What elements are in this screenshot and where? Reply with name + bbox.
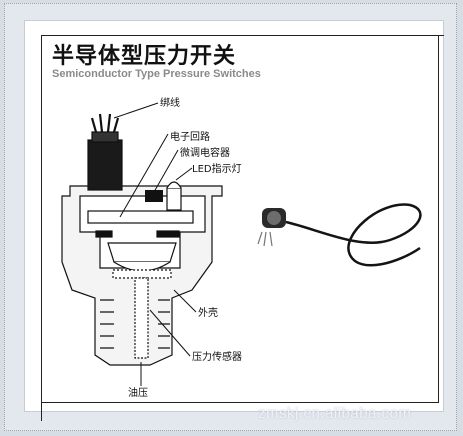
pad-right (156, 230, 180, 238)
label-sensor: 压力传感器 (192, 350, 242, 363)
diaphragm-chamber (107, 242, 177, 263)
led-dome (166, 181, 182, 189)
label-circuit: 电子回路 (170, 130, 210, 143)
trim-capacitor (145, 190, 163, 202)
watermark: zmskj.cn.alibaba.com (258, 405, 412, 422)
product-sensor-face (267, 211, 281, 225)
thread-right (158, 299, 170, 349)
gland-top (91, 131, 119, 143)
leader-circuit (119, 133, 169, 218)
thread-left (100, 299, 114, 349)
product-photo (257, 203, 422, 267)
product-cable-coil (285, 203, 422, 267)
circuit-board (87, 210, 194, 224)
product-wire-ends (257, 231, 273, 247)
leader-led (175, 167, 193, 181)
leader-sensor (149, 309, 191, 357)
label-trim-capacitor: 微调电容器 (180, 146, 230, 159)
frame-bottom-edge (41, 402, 439, 403)
title-english: Semiconductor Type Pressure Switches (52, 68, 261, 80)
cable-gland (87, 139, 123, 191)
label-led: LED指示灯 (192, 162, 242, 175)
led-body (166, 187, 182, 211)
title-chinese: 半导体型压力开关 (52, 44, 237, 69)
frame-right-edge (438, 35, 439, 403)
label-lead-wire: 绑线 (160, 96, 180, 109)
leader-trim (153, 149, 179, 193)
leader-housing (173, 289, 197, 313)
pad-left (95, 230, 113, 238)
leader-lead-wire (113, 102, 159, 119)
oil-port (134, 277, 149, 359)
lead-wires (90, 113, 120, 133)
sensor-base (112, 269, 172, 279)
diagram-frame (41, 35, 444, 421)
label-oil-pressure: 油压 (128, 386, 148, 399)
label-housing: 外壳 (198, 306, 218, 319)
